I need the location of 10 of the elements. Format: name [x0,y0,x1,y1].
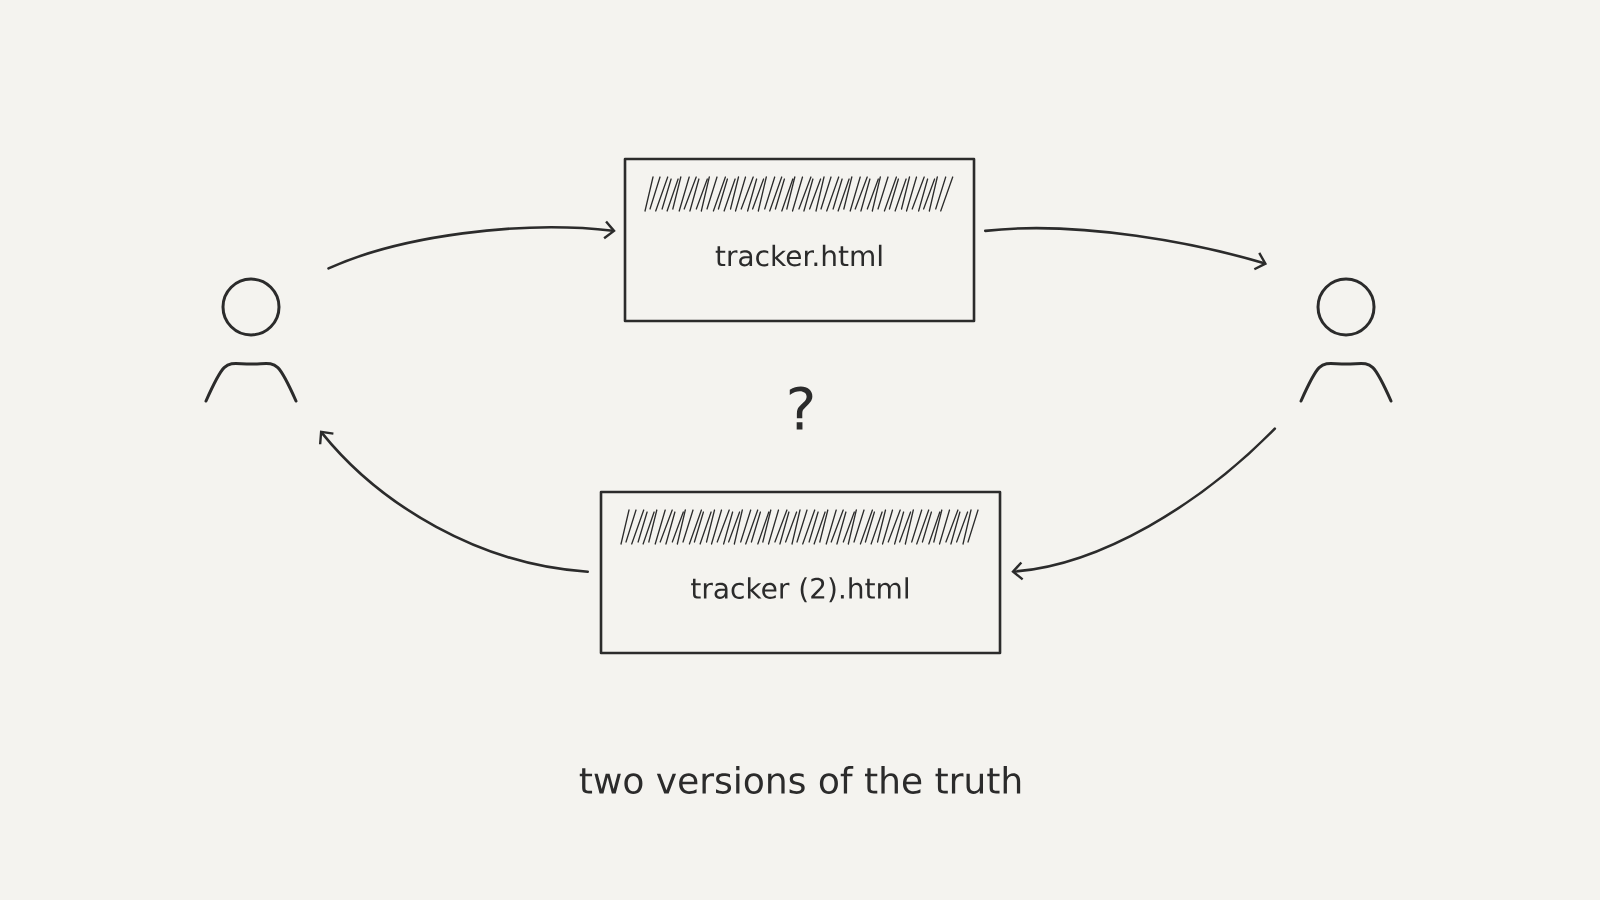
person-icon [1299,277,1393,403]
person-icon [204,277,298,403]
curved-arrow [983,226,1268,271]
question-mark: ? [789,386,813,430]
curved-arrow [1011,427,1277,581]
curved-arrow [327,220,616,270]
curved-arrow [318,430,590,574]
file-box: tracker (2).html [599,490,1002,655]
caption: two versions of the truth [579,766,1021,794]
file-box: tracker.html [623,157,976,323]
